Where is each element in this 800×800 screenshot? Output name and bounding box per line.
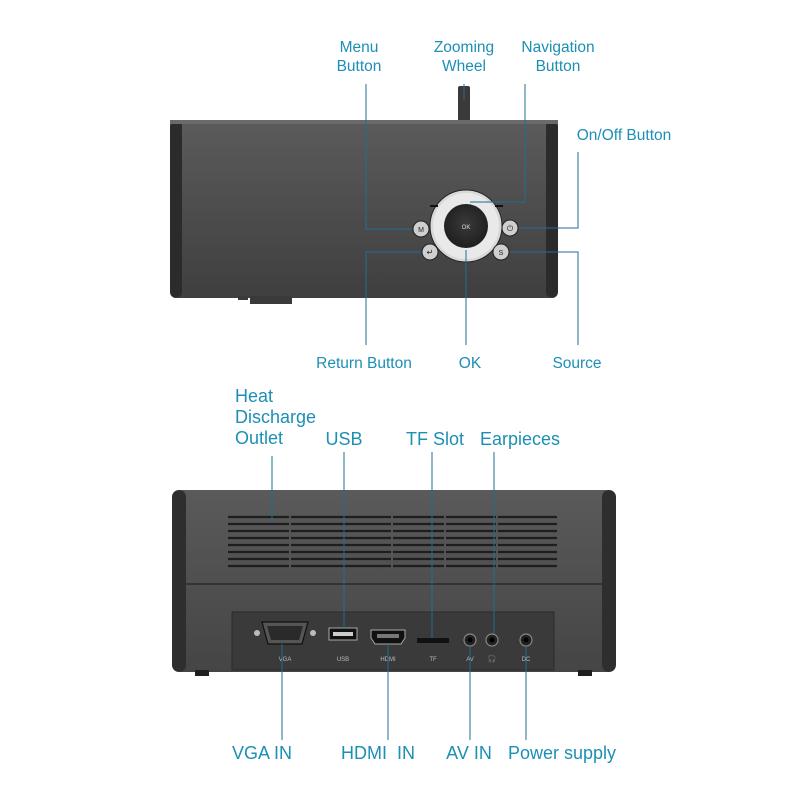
navigation-callout-line xyxy=(470,84,526,203)
menu-button-glyph: M xyxy=(418,227,424,234)
headphone-icon: 🎧 xyxy=(488,654,497,663)
power-icon: ⏻ xyxy=(507,224,514,233)
source-label: Source xyxy=(552,355,602,372)
power-supply-label: Power supply xyxy=(507,743,617,763)
projector-top-body xyxy=(170,120,558,298)
tf-slot-label-callout: TF Slot xyxy=(405,429,464,449)
onoff-callout-line xyxy=(519,152,579,229)
vga-port-label: VGA xyxy=(279,657,292,663)
ok-button[interactable] xyxy=(444,204,488,248)
menu-callout-line xyxy=(365,84,412,230)
zoom-wheel[interactable] xyxy=(458,86,470,122)
return-button[interactable] xyxy=(421,243,439,261)
ok-button-glyph: OK xyxy=(462,225,471,231)
return-callout-line xyxy=(365,251,421,345)
av-in-label: AV IN xyxy=(446,743,492,763)
source-button-glyph: S xyxy=(499,250,504,257)
on-off-button-label: On/Off Button xyxy=(576,127,672,144)
source-button[interactable] xyxy=(492,243,510,261)
usb-label: USB xyxy=(325,429,363,449)
ok-label: OK xyxy=(458,355,482,372)
projector-rear-view: VGA USB HDMI TF AV 🎧 DC xyxy=(172,490,616,676)
tf-slot[interactable] xyxy=(417,638,449,643)
earpieces-label: Earpieces xyxy=(479,429,561,449)
rear-callout-lines xyxy=(271,452,527,740)
heat-discharge-outlet-label: Heat Discharge Outlet xyxy=(235,386,317,448)
bottom-connector xyxy=(250,296,292,304)
power-button[interactable] xyxy=(501,219,519,237)
menu-button[interactable] xyxy=(412,220,430,238)
projector-top-view: OK M ↵ ⏻ S xyxy=(170,86,558,304)
vga-in-label: VGA IN xyxy=(231,743,293,763)
top-callout-lines xyxy=(365,84,579,345)
usb-port-label: USB xyxy=(337,657,349,663)
return-icon: ↵ xyxy=(427,248,434,257)
zooming-wheel-label: Zooming Wheel xyxy=(433,39,495,75)
hdmi-in-label: HDMI IN xyxy=(341,743,415,763)
tf-slot-label: TF xyxy=(429,657,437,663)
return-button-label: Return Button xyxy=(316,355,412,372)
navigation-button-label: Navigation Button xyxy=(521,39,595,75)
menu-button-label: Menu Button xyxy=(336,39,382,75)
source-callout-line xyxy=(510,251,579,345)
